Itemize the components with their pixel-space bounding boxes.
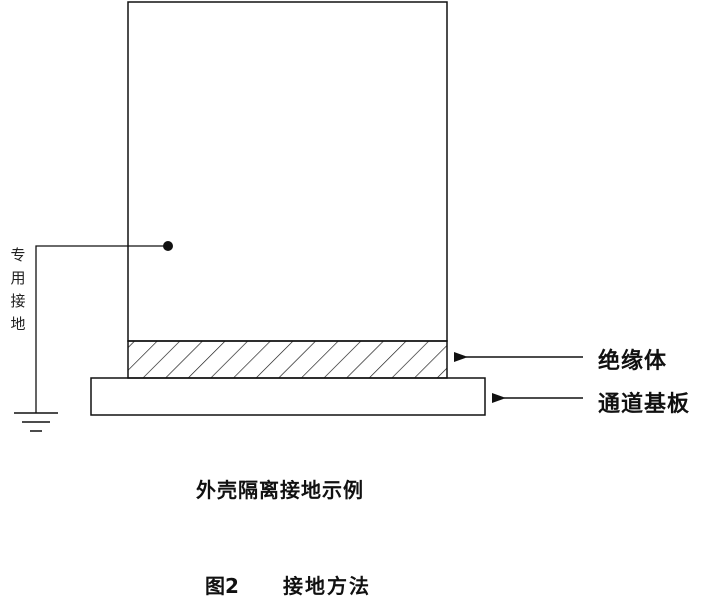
figure-number: 图2	[205, 574, 239, 598]
housing-box	[127, 1, 448, 342]
figure-title: 接地方法	[283, 574, 371, 598]
insulator-label: 绝缘体	[598, 349, 668, 374]
insulator-layer	[127, 340, 448, 379]
substrate-plate	[90, 377, 486, 416]
ground-symbol-icon	[14, 412, 58, 432]
ground-label: 专用接地	[10, 246, 26, 333]
ground-wire	[35, 245, 168, 413]
diagram-subtitle: 外壳隔离接地示例	[196, 478, 364, 502]
substrate-label: 通道基板	[598, 392, 691, 417]
